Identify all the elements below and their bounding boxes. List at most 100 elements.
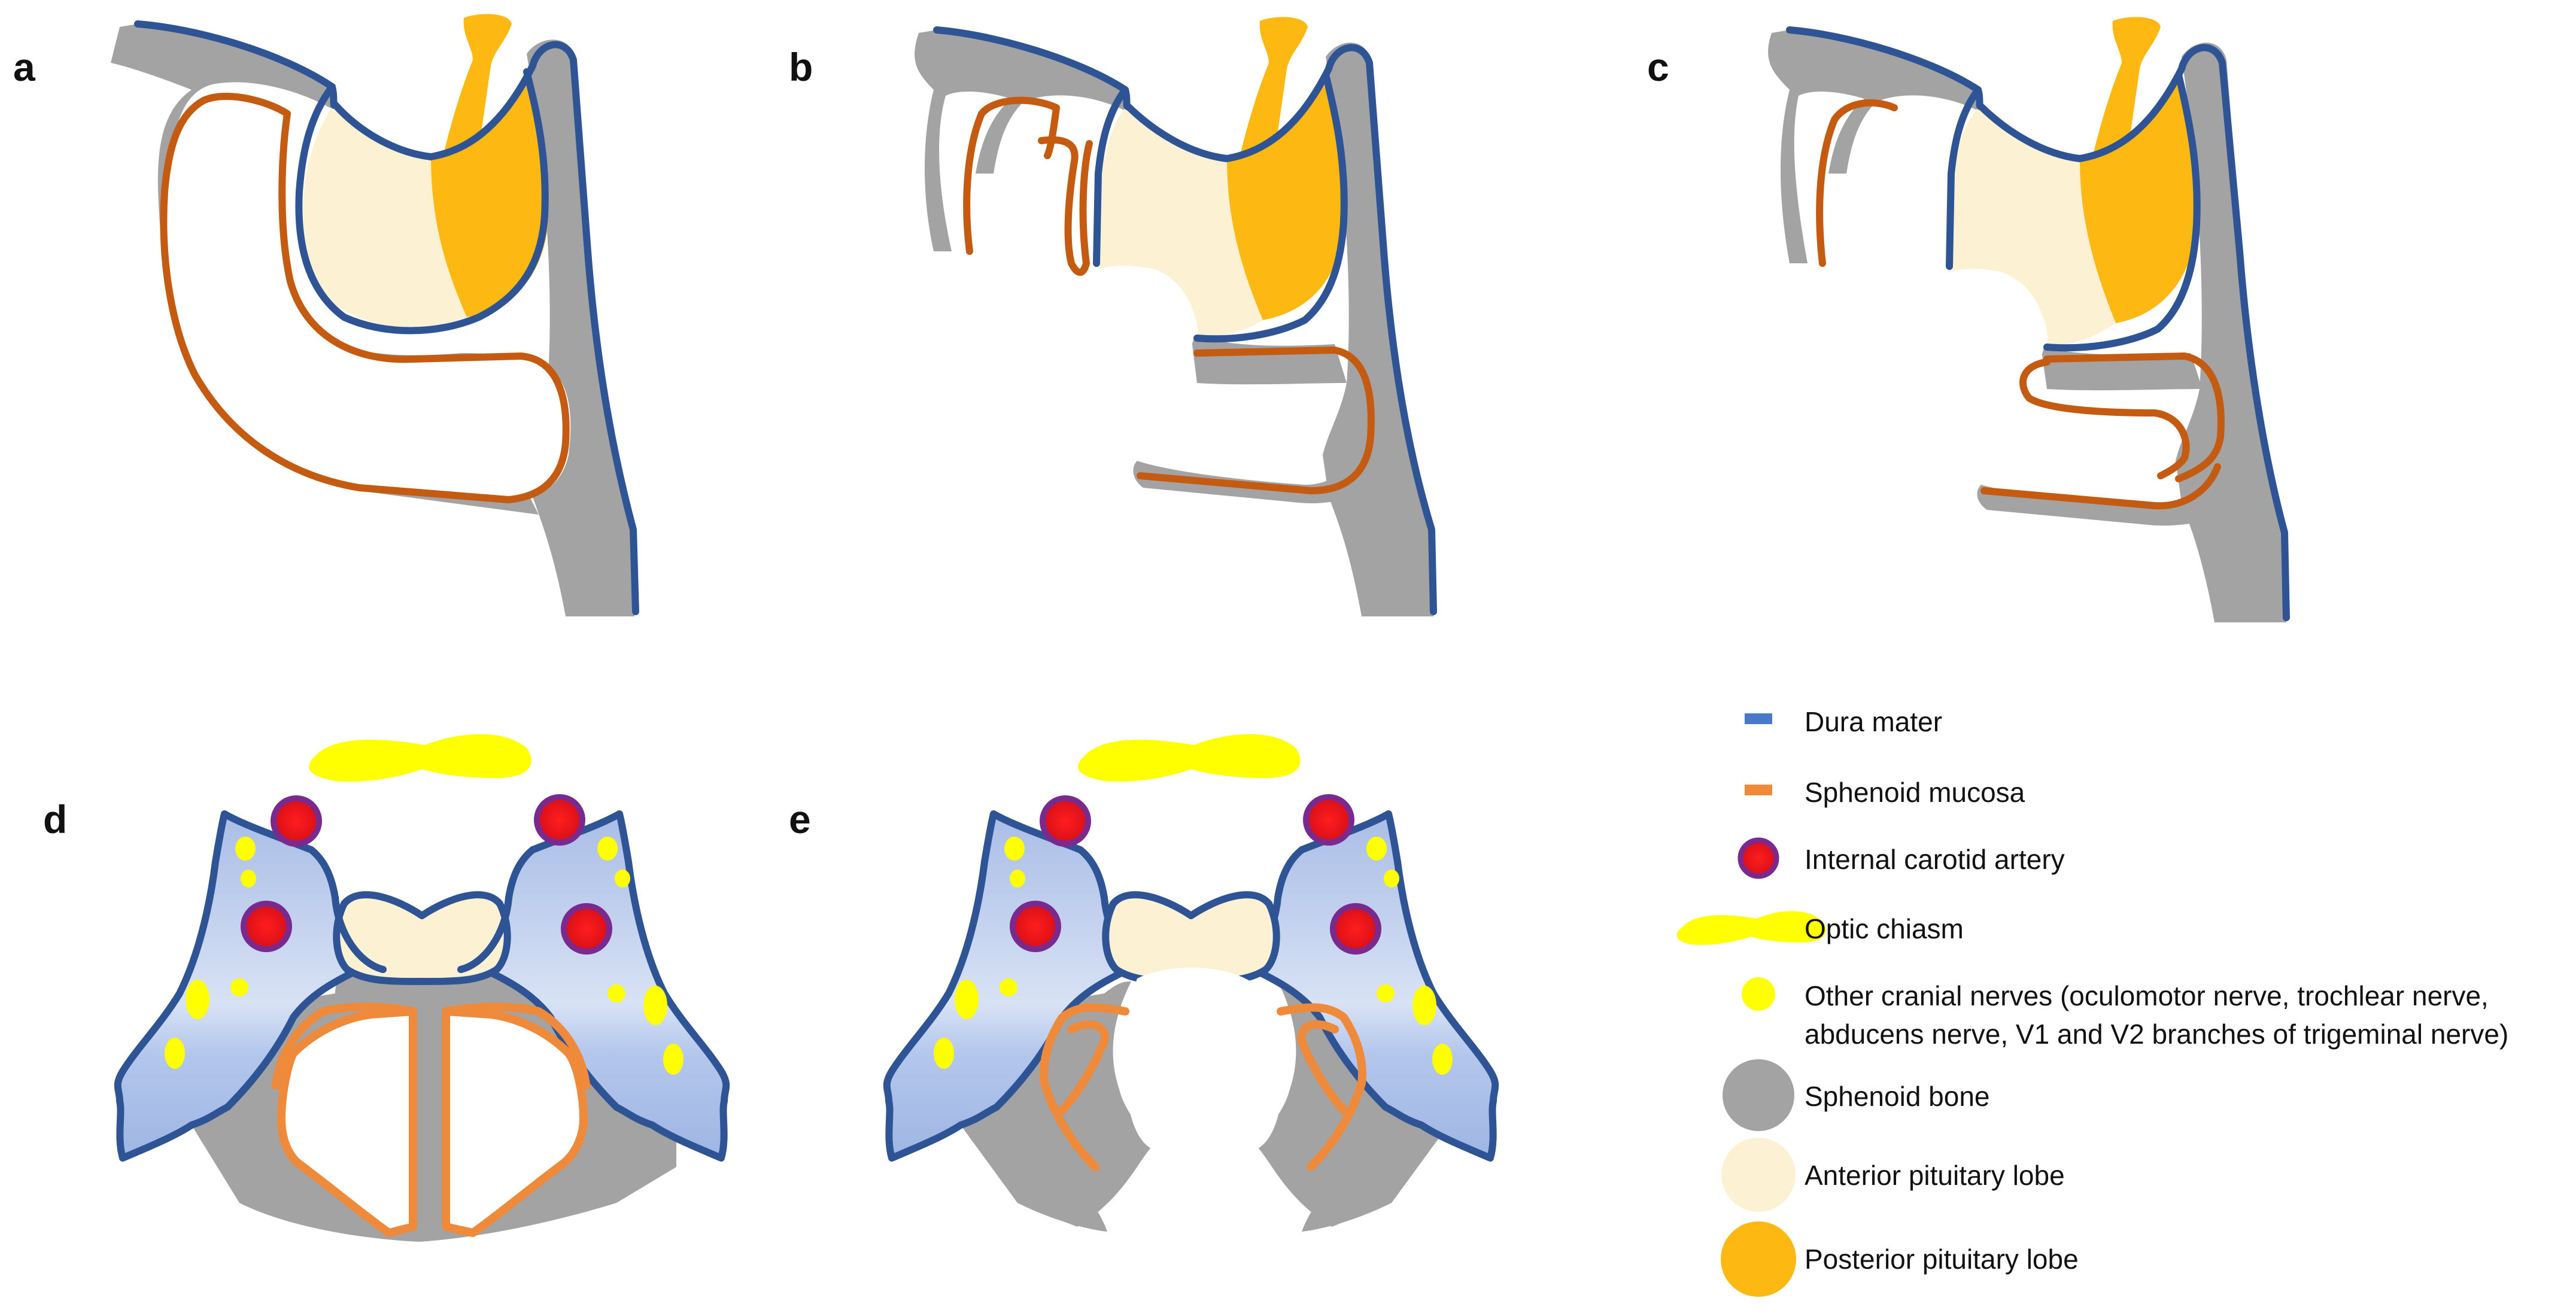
dura-mater-sella-line: [295, 68, 549, 335]
legend-item-carotid: Internal carotid artery: [1737, 837, 2065, 879]
panel-label-b: b: [789, 45, 813, 89]
cranial-nerve: [607, 984, 625, 1002]
carotid-artery: [271, 795, 322, 847]
surgical-defect: [1107, 967, 1299, 1245]
internal-carotid-arteries: [1010, 794, 1381, 955]
panel-d: d: [43, 734, 730, 1242]
carotid-artery: [1330, 903, 1381, 955]
sphenoid-bone-floor-right: [1302, 1185, 1392, 1232]
carotid-artery: [1040, 795, 1091, 847]
sphenoid-sinus-right: [442, 1007, 588, 1237]
legend-item-nerves: Other cranial nerves (oculomotor nerve, …: [1742, 977, 2508, 1050]
cranial-nerve: [934, 1038, 954, 1069]
sphenoid-mucosa-line: [160, 93, 570, 503]
internal-carotid-arteries: [241, 794, 612, 955]
posterior-pituitary-lobe: [2080, 81, 2197, 323]
cranial-nerves: [934, 837, 1453, 1075]
anterior-swatch: [1721, 1138, 1796, 1212]
posterior-pituitary-lobe: [431, 78, 548, 317]
cranial-nerve: [1412, 986, 1436, 1025]
carotid-artery: [1303, 794, 1354, 846]
cranial-nerve: [643, 986, 667, 1025]
dura-mater-sella-line: [1093, 86, 1129, 267]
sphenoid-bone-anterior: [1768, 30, 1978, 263]
legend-item-mucosa: Sphenoid mucosa: [1745, 777, 2025, 808]
panel-label-c: c: [1647, 45, 1669, 89]
cranial-nerve: [663, 1044, 684, 1075]
cranial-nerve: [1432, 1044, 1453, 1075]
legend-label-mucosa: Sphenoid mucosa: [1805, 777, 2025, 808]
anterior-pituitary-lobe: [1096, 108, 1263, 337]
panel-label-e: e: [789, 797, 811, 841]
sphenoid-mucosa-floor: [1980, 463, 2221, 510]
panel-e: e: [789, 734, 1499, 1245]
sella-floor-bone: [1191, 335, 1347, 385]
dura-mater-sella-floor-line: [332, 894, 512, 973]
cranial-nerve: [1377, 984, 1395, 1002]
mucosa-swatch: [1745, 785, 1772, 795]
dura-mater-sella-line: [1946, 86, 1982, 270]
dura-mater-sella-floor-line: [1193, 71, 1348, 343]
sphenoid-sinus-left: [277, 1007, 417, 1237]
anterior-pituitary-lobe: [1102, 891, 1280, 985]
sphenoid-mucosa-rotated-flap: [2043, 352, 2225, 482]
sphenoid-mucosa-flap: [963, 96, 1060, 255]
dura-mater-line: [134, 20, 639, 615]
sphenoid-mucosa-floor: [1137, 347, 1375, 494]
legend-item-anterior: Anterior pituitary lobe: [1721, 1138, 2065, 1212]
sphenoid-mucosa-flap-fold: [2019, 358, 2190, 479]
panel-label-a: a: [13, 45, 36, 89]
cranial-nerve: [597, 837, 618, 861]
legend-label-carotid: Internal carotid artery: [1805, 844, 2065, 875]
anterior-pituitary-lobe: [1946, 108, 2116, 345]
chiasm-swatch: [1676, 911, 1826, 945]
sphenoid-mucosa-flap-fold: [1038, 136, 1093, 276]
right-cavernous-sinus: [1250, 810, 1499, 1162]
carotid-artery: [561, 903, 612, 955]
sphenoid-bone-anterior: [915, 30, 1125, 251]
cranial-nerve: [1384, 870, 1399, 888]
legend-item-chiasm: Optic chiasm: [1676, 911, 1964, 945]
legend-item-bone: Sphenoid bone: [1723, 1059, 1990, 1131]
cranial-nerve: [235, 837, 256, 861]
carotid-swatch: [1737, 837, 1779, 879]
legend-label-anterior: Anterior pituitary lobe: [1805, 1160, 2065, 1191]
anterior-pituitary-lobe: [333, 891, 511, 985]
bone-swatch: [1723, 1059, 1794, 1131]
panel-label-d: d: [43, 797, 67, 841]
legend-item-dura: Dura mater: [1745, 706, 1942, 737]
pituitary-stalk: [443, 14, 512, 157]
cranial-nerves: [165, 837, 684, 1075]
pituitary-stalk: [2092, 17, 2161, 160]
panel-c: c: [1647, 17, 2290, 622]
dura-mater-line: [933, 26, 1437, 615]
dura-swatch: [1745, 713, 1772, 724]
carotid-artery: [241, 901, 292, 952]
pituitary-stalk: [1239, 17, 1308, 160]
legend-label-nerves-line1: Other cranial nerves (oculomotor nerve, …: [1805, 980, 2489, 1011]
sphenoid-bone-posterior: [2176, 42, 2286, 622]
legend-item-posterior: Posterior pituitary lobe: [1721, 1221, 2079, 1297]
cranial-nerve: [1366, 837, 1387, 861]
cranial-nerve: [230, 978, 248, 996]
posterior-pituitary-lobe: [1227, 81, 1344, 320]
carotid-artery: [534, 794, 585, 846]
sphenoid-mucosa-outer: [271, 1002, 591, 1090]
cranial-nerve: [186, 980, 209, 1019]
posterior-swatch: [1721, 1221, 1796, 1297]
panel-a: a: [13, 14, 639, 616]
cranial-nerve: [241, 870, 256, 888]
sphenoid-mucosa-right: [1277, 1003, 1366, 1171]
surgical-defect: [1948, 270, 2048, 365]
sphenoid-bone-floor-left: [1017, 1185, 1107, 1232]
legend-label-chiasm: Optic chiasm: [1805, 913, 1964, 944]
legend-label-dura: Dura mater: [1805, 706, 1942, 737]
surgical-defect: [1098, 267, 1198, 353]
sphenoid-mucosa-anterior: [1816, 99, 1898, 267]
legend: Dura mater Sphenoid mucosa Internal caro…: [1676, 706, 2508, 1297]
cranial-nerve: [1010, 870, 1025, 888]
panel-b: b: [789, 17, 1437, 616]
cranial-nerve: [955, 980, 979, 1019]
dura-mater-sella-floor-line: [2043, 71, 2201, 352]
